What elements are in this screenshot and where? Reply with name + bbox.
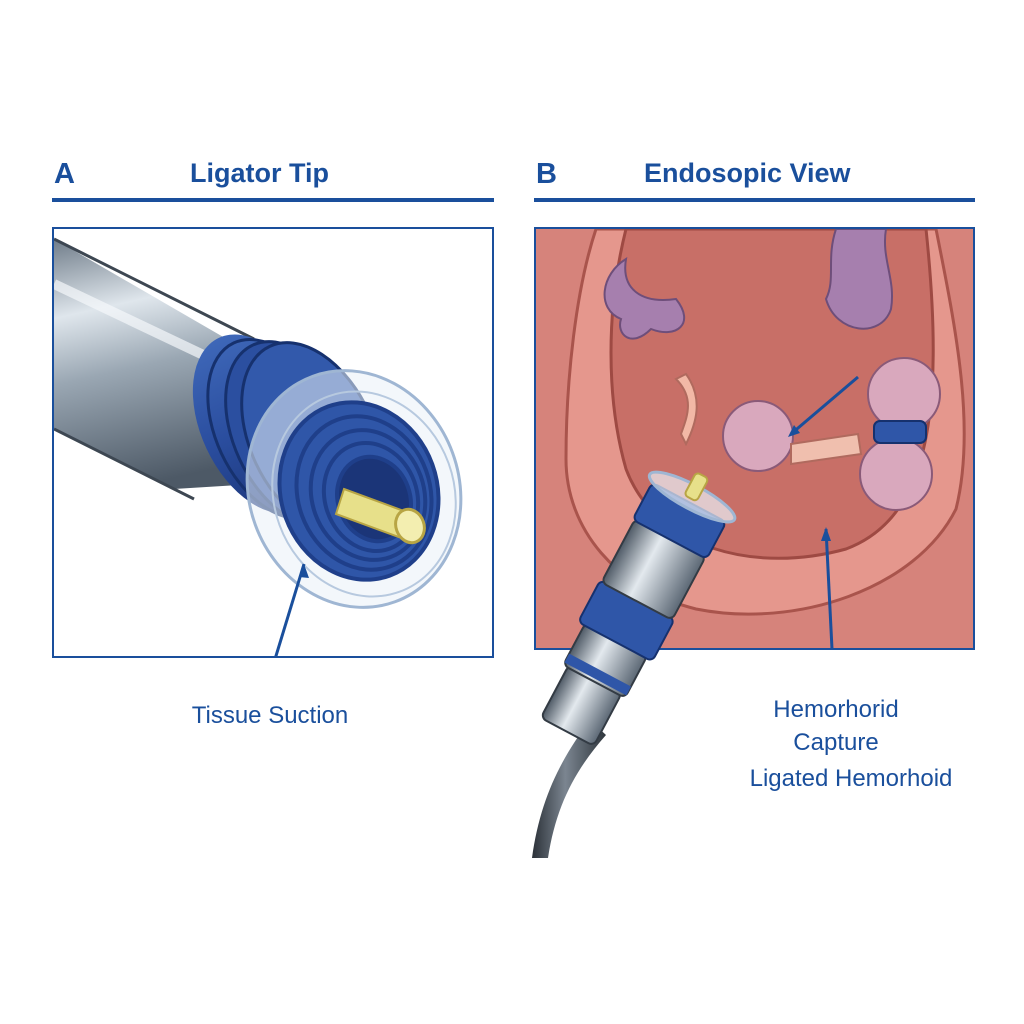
ligated-arrow bbox=[824, 528, 834, 648]
ligated-hemorrhoid bbox=[859, 357, 941, 511]
hemorrhoid-capture-label-line2: Capture bbox=[793, 729, 879, 756]
endoscopic-view-illustration bbox=[536, 229, 973, 648]
tissue-suction-arrow bbox=[274, 563, 306, 656]
panel-b-letter: B bbox=[536, 158, 557, 190]
panel-a-title: Ligator Tip bbox=[190, 158, 329, 188]
panel-a-divider bbox=[52, 198, 494, 202]
ligated-hemorrhoid-label: Ligated Hemorhoid bbox=[749, 765, 953, 792]
panel-b-divider bbox=[534, 198, 975, 202]
hemorrhoid-capture-label-line1: Hemorhorid bbox=[773, 696, 899, 723]
tissue-suction-label: Tissue Suction bbox=[191, 702, 349, 729]
panel-b-title: Endosopic View bbox=[644, 158, 851, 188]
panel-a-letter: A bbox=[54, 158, 75, 190]
panel-b-frame bbox=[534, 227, 975, 650]
hemorrhoid-cushions bbox=[603, 229, 893, 340]
target-hemorrhoid bbox=[722, 400, 794, 472]
capture-arrow bbox=[790, 375, 859, 436]
panel-a-frame bbox=[52, 227, 494, 658]
ligator-tip-illustration bbox=[54, 237, 463, 656]
